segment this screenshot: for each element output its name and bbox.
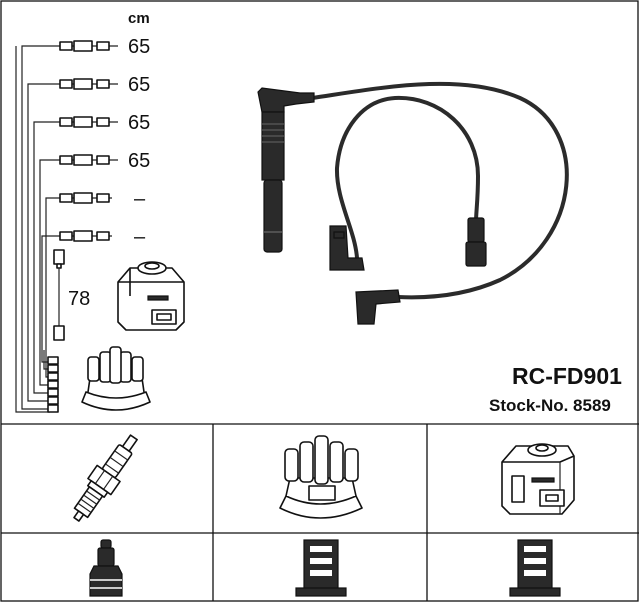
spark-plug-icon [73, 434, 138, 522]
cable-length-6: – [134, 226, 146, 248]
cable-row-7: 78 [53, 249, 90, 341]
cable-length-schematic: cm 65 65 [15, 10, 150, 413]
cable-row-6: – [58, 226, 146, 248]
spark-plug-connector-icon [89, 539, 123, 597]
cable-length-2: 65 [128, 74, 150, 96]
cable-length-3: 65 [128, 112, 150, 134]
cable-row-1: 65 [58, 36, 150, 58]
ignition-coil-icon [501, 443, 575, 515]
ignition-coil-icon-small [117, 261, 185, 331]
angled-boot-lower [355, 289, 401, 325]
distributor-terminal-icon [295, 539, 347, 597]
component-grid [1, 423, 639, 601]
cable-row-5: – [58, 188, 146, 210]
ignition-cable-drawing [257, 81, 569, 325]
length-unit-label: cm [128, 10, 150, 27]
distributor-cap-icon-small [81, 346, 151, 411]
angled-boot-middle [329, 225, 365, 271]
cable-length-4: 65 [128, 150, 150, 172]
schematic-bracket-lines [15, 45, 58, 413]
terminal-stack [47, 356, 59, 413]
cable-length-7: 78 [68, 288, 90, 310]
coil-terminal-icon [509, 539, 561, 597]
straight-boot-right [465, 217, 487, 267]
cable-row-2: 65 [58, 74, 150, 96]
cable-row-4: 65 [58, 150, 150, 172]
spark-plug-boot [257, 87, 315, 253]
cable-length-5: – [134, 188, 146, 210]
stock-number: Stock-No. 8589 [489, 396, 611, 415]
cable-row-3: 65 [58, 112, 150, 134]
model-number: RC-FD901 [512, 363, 622, 389]
distributor-cap-icon [279, 435, 363, 519]
cable-length-1: 65 [128, 36, 150, 58]
